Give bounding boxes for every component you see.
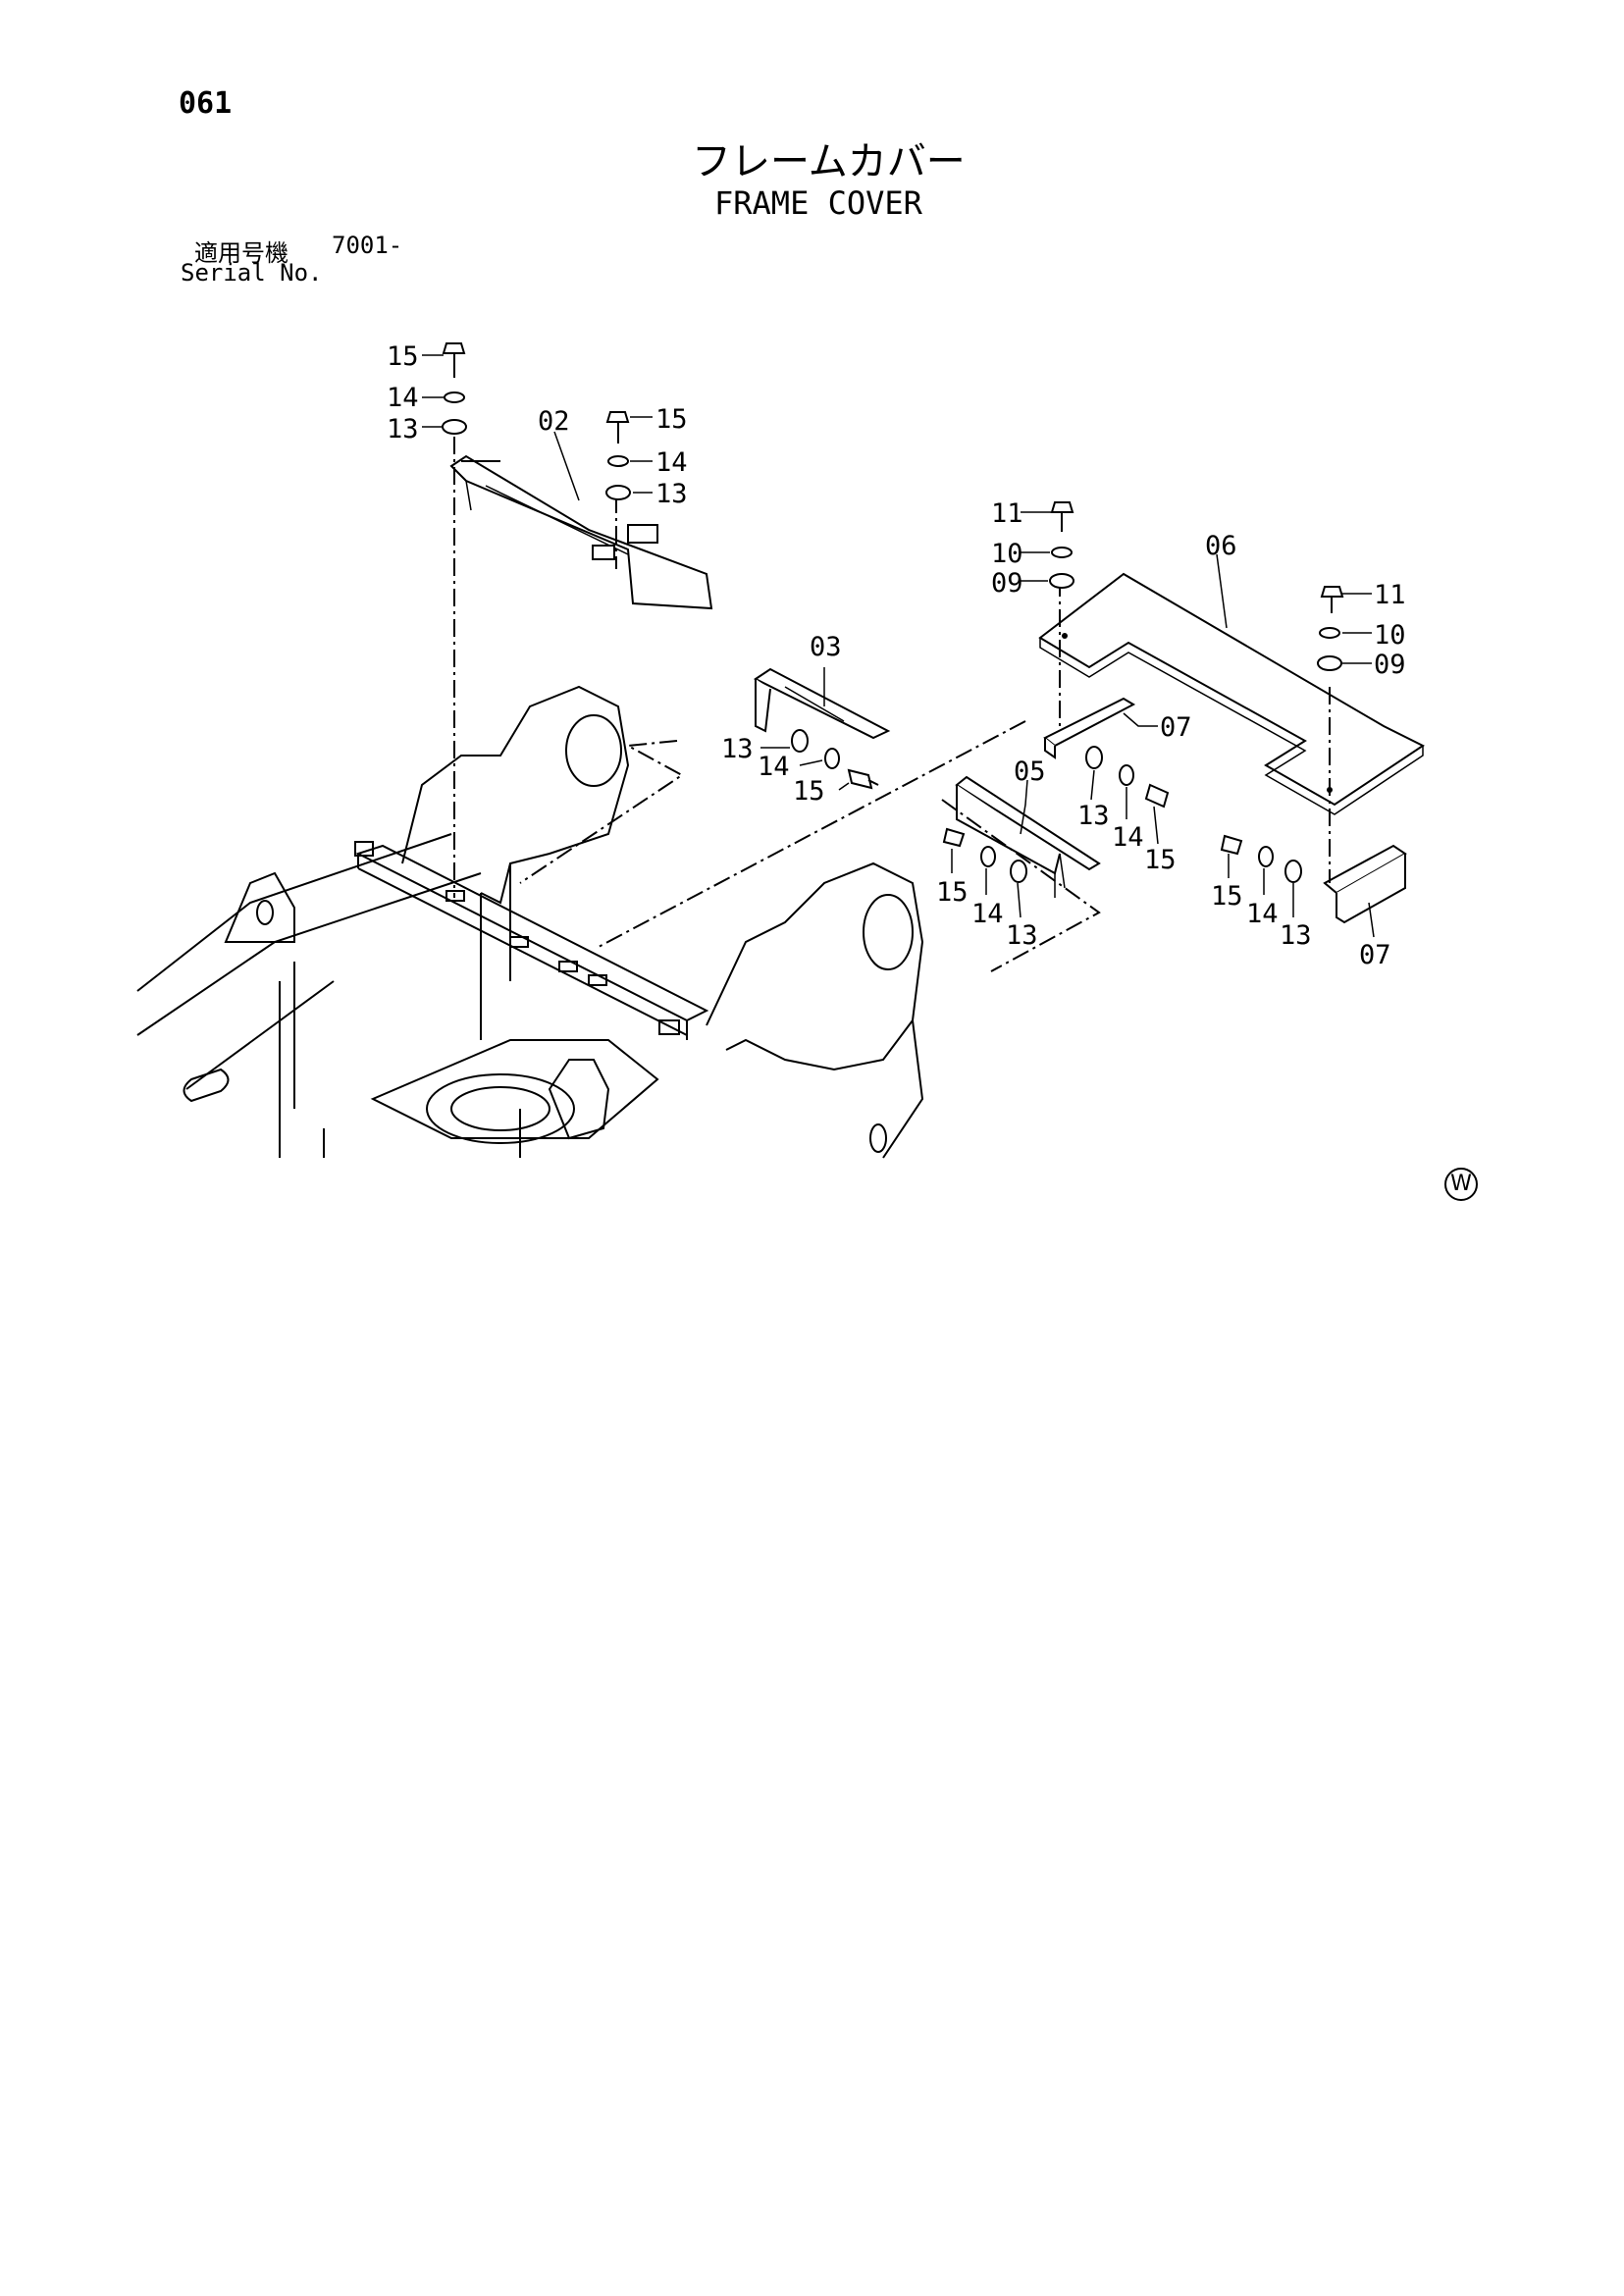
fasteners	[442, 342, 1344, 883]
callout-15: 15	[936, 877, 969, 908]
callout-15: 15	[387, 341, 419, 372]
part-07-upper-bracket	[1043, 697, 1136, 759]
callout-10: 10	[991, 539, 1023, 569]
callout-11: 11	[991, 498, 1023, 529]
main-frame	[136, 685, 924, 1159]
part-03-plate	[754, 667, 891, 740]
callout-13: 13	[387, 414, 419, 444]
callout-14: 14	[1246, 899, 1279, 929]
callout-14: 14	[1112, 822, 1144, 853]
callout-13: 13	[1077, 801, 1110, 831]
callout-15: 15	[655, 404, 688, 435]
callout-11: 11	[1374, 580, 1406, 610]
callout-03: 03	[810, 632, 842, 662]
callout-13: 13	[655, 479, 688, 509]
part-02-cover	[449, 454, 713, 610]
callout-05: 05	[1014, 757, 1046, 787]
title-english: FRAME COVER	[714, 184, 922, 222]
callout-09: 09	[991, 568, 1023, 599]
part-07-lower-bracket	[1323, 844, 1407, 924]
serial-label-japanese: 適用号機	[194, 239, 288, 267]
callout-02: 02	[538, 406, 570, 437]
serial-label-english: Serial No.	[181, 259, 323, 287]
callout-13: 13	[721, 734, 754, 764]
callout-07: 07	[1160, 712, 1192, 743]
callout-10: 10	[1374, 620, 1406, 651]
page-number: 061	[179, 86, 233, 121]
callout-14: 14	[971, 899, 1004, 929]
leader-lines	[422, 354, 1375, 938]
serial-number-value: 7001-	[332, 232, 403, 259]
callout-13: 13	[1006, 920, 1038, 951]
callout-06: 06	[1205, 531, 1237, 561]
callout-07: 07	[1359, 940, 1391, 970]
title-japanese: フレームカバー	[692, 139, 966, 184]
part-05-plate	[955, 775, 1101, 898]
part-06-large-plate	[1038, 572, 1425, 815]
callout-15: 15	[1211, 881, 1243, 912]
callout-labels: 15 14 13 02 15 14 13 11 10 09 06 11 10 0…	[387, 341, 1406, 970]
callout-13: 13	[1280, 920, 1312, 951]
callout-09: 09	[1374, 650, 1406, 680]
watermark-circle-w: W	[1444, 1168, 1478, 1201]
callout-14: 14	[655, 447, 688, 478]
callout-14: 14	[387, 383, 419, 413]
callout-14: 14	[758, 752, 790, 782]
callout-15: 15	[1144, 845, 1177, 875]
alignment-lines	[453, 437, 1331, 972]
callout-15: 15	[793, 776, 825, 807]
